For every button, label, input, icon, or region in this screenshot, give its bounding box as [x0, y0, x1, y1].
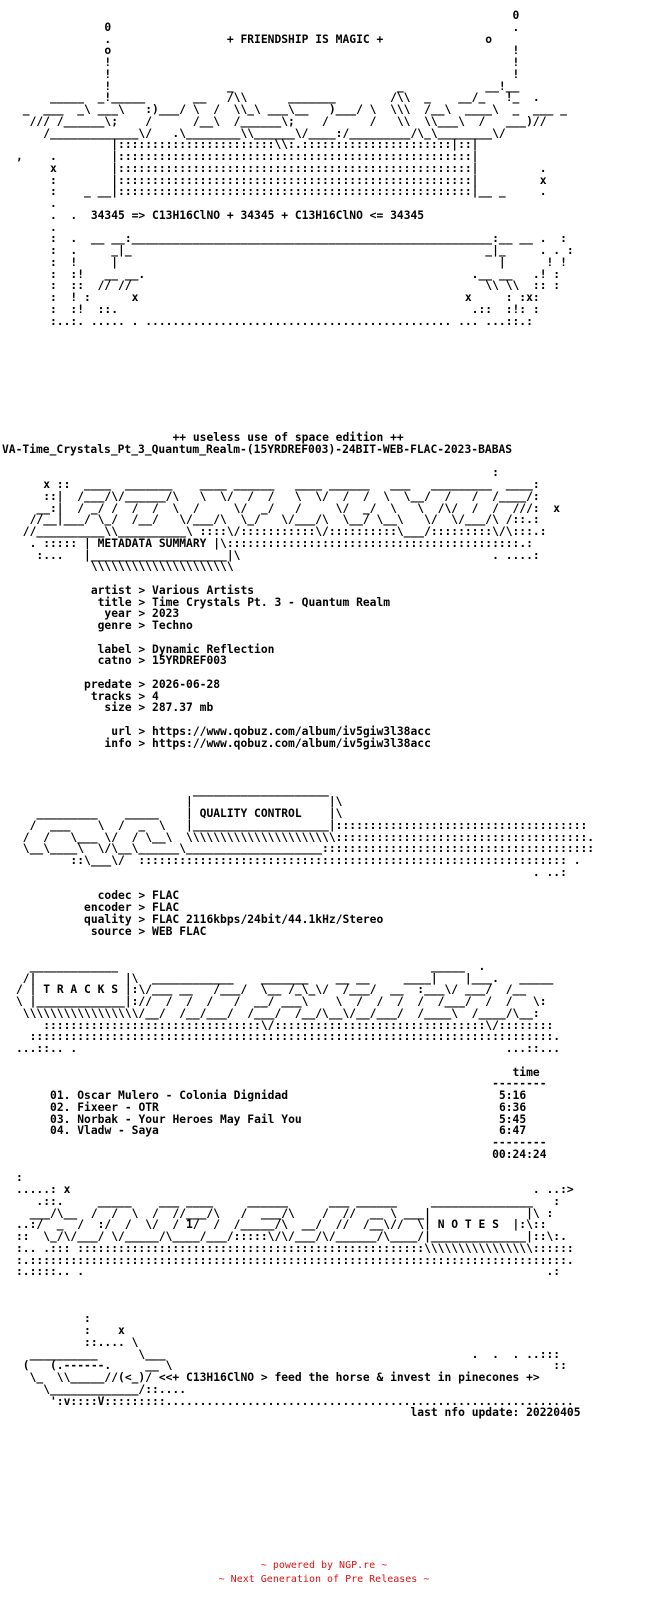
footer-powered-by: ~ powered by NGP.re ~ [260, 1560, 388, 1571]
qc-codec: FLAC [152, 889, 180, 903]
meta-year: 2023 [152, 607, 180, 621]
header-ascii-art: 0 0 . . + FRIENDSHIP IS MAGIC + o o [16, 9, 574, 328]
meta-catno: 15YRDREF003 [152, 654, 227, 668]
track-2-time: 6:36 [498, 1100, 527, 1114]
track-4-time: 6:47 [498, 1124, 527, 1138]
notes-section-title: N O T E S [437, 1218, 499, 1232]
nfo-body: ++ useless use of space edition ++ VA-Ti… [2, 431, 595, 1420]
metadata-section-title: METADATA SUMMARY [97, 536, 207, 550]
qc-source: WEB FLAC [152, 924, 207, 938]
notes-tagline: <<+ C13H16ClNO > feed the horse & invest… [158, 1371, 540, 1384]
meta-info: https://www.qobuz.com/album/iv5giw3l38ac… [152, 736, 431, 750]
meta-url: https://www.qobuz.com/album/iv5giw3l38ac… [152, 724, 431, 738]
meta-predate: 2026-06-28 [152, 677, 221, 691]
qc-encoder: FLAC [152, 901, 180, 914]
footer-next-generation: ~ Next Generation of Pre Releases ~ [218, 1574, 430, 1585]
release-dirname: VA-Time_Crystals_Pt_3_Quantum_Realm-(15Y… [2, 442, 513, 456]
track-1-time: 5:16 [498, 1089, 527, 1102]
meta-artist: Various Artists [152, 583, 255, 597]
qc-quality: FLAC 2116kbps/24bit/44.1kHz/Stereo [152, 912, 384, 926]
meta-label: Dynamic Reflection [152, 642, 275, 656]
track-3-num: 03. [50, 1112, 71, 1126]
meta-title: Time Crystals Pt. 3 - Quantum Realm [152, 595, 391, 609]
edition-line: ++ useless use of space edition ++ [172, 431, 404, 444]
qc-section-title: QUALITY CONTROL [199, 807, 302, 820]
track-1-name: Oscar Mulero - Colonia Dignidad [77, 1089, 289, 1102]
header-formula: 34345 => C13H16ClNO + 34345 + C13H16ClNO… [90, 208, 425, 222]
track-4-name: Vladw - Saya [77, 1124, 159, 1138]
track-3-name: Norbak - Your Heroes May Fail You [77, 1112, 302, 1126]
track-3-time: 5:45 [498, 1112, 527, 1126]
tracks-total: 00:24:24 [492, 1147, 547, 1161]
meta-tracks: 4 [152, 689, 159, 703]
track-2-num: 02. [50, 1100, 71, 1114]
tracks-time-header: time [512, 1065, 540, 1079]
header-slogan: + FRIENDSHIP IS MAGIC + [226, 32, 384, 46]
track-2-name: Fixeer - OTR [77, 1100, 159, 1114]
track-4-num: 04. [50, 1124, 71, 1138]
last-nfo-update: last nfo update: 20220405 [410, 1406, 581, 1420]
meta-genre: Techno [152, 619, 193, 632]
meta-size: 287.37 mb [152, 701, 214, 715]
tracks-section-title: T R A C K S [43, 983, 119, 997]
track-1-num: 01. [50, 1089, 71, 1102]
